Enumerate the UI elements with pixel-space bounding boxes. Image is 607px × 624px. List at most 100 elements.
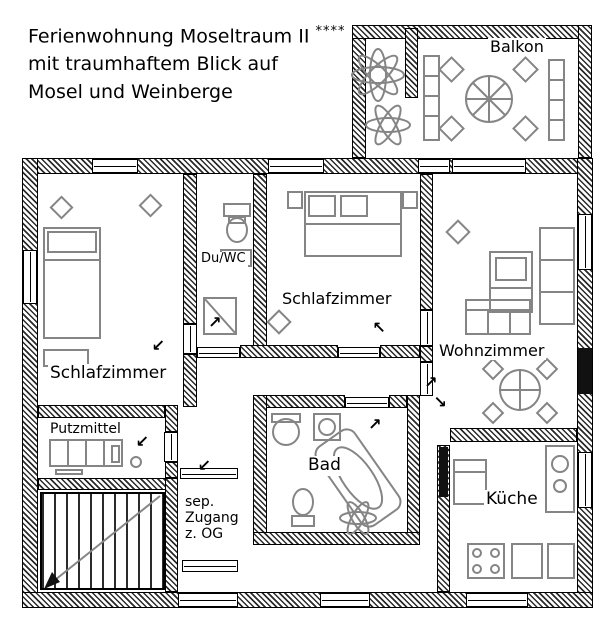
balcony-table-icon <box>465 75 513 123</box>
wall-corridor-north-a <box>240 345 338 358</box>
room-label-kueche: Küche <box>484 489 540 510</box>
balcony-lounger-icon <box>423 55 440 141</box>
door-bad <box>345 397 389 408</box>
plan-title: Ferienwohnung Moseltraum II **** mit tra… <box>28 18 345 106</box>
balcony-chair-icon <box>438 56 465 83</box>
room-label-wohnzimmer: Wohnzimmer <box>437 341 547 361</box>
door-zugang-exit <box>182 560 238 572</box>
wall-kueche-top <box>450 428 577 442</box>
bad-toilet-icon <box>291 488 315 527</box>
balcony-chair-icon <box>438 115 465 142</box>
door-arrow-icon: → <box>367 316 391 339</box>
wall-bad-top-b <box>389 395 407 408</box>
wall-balcony-divider <box>405 28 418 98</box>
door-arrow-icon: → <box>131 430 155 453</box>
wall-mid-wohnzimmer-stub <box>420 346 433 362</box>
kitchen-cabinet-icon <box>511 543 543 579</box>
wall-outer-bottom <box>22 592 593 608</box>
wall-bad-left <box>253 395 267 545</box>
door-wohnzimmer-corridor <box>420 362 433 396</box>
room-label-schlafzimmer-left: Schlafzimmer <box>48 363 169 384</box>
zugang-line-1: sep. <box>185 494 215 510</box>
chimney-block <box>578 348 592 394</box>
sofa-icon <box>465 299 531 335</box>
wall-mid-wohnzimmer-upper <box>420 174 433 310</box>
room-label-duwc: Du/WC <box>199 251 248 267</box>
nightstand-icon <box>287 191 303 209</box>
room-label-putzmittel: Putzmittel <box>48 421 123 438</box>
window-right-1 <box>578 214 592 270</box>
door-arrow-icon: → <box>147 334 171 357</box>
title-text-1: Ferienwohnung Moseltraum II <box>28 25 310 48</box>
window-right-2 <box>578 452 592 508</box>
bed-icon <box>304 191 402 257</box>
room-label-balkon: Balkon <box>488 37 546 57</box>
title-line-1: Ferienwohnung Moseltraum II **** <box>28 18 345 50</box>
wall-putzmittel-right-upper <box>165 405 178 432</box>
dining-chair-icon <box>535 401 559 425</box>
dining-chair-icon <box>481 401 505 425</box>
title-line-3: Mosel und Weinberge <box>28 81 233 104</box>
toilet-icon <box>223 203 251 243</box>
wall-unit-icon <box>539 227 575 325</box>
door-schlafzimmer-mid <box>338 347 380 358</box>
nightstand-icon <box>402 191 418 209</box>
fridge-icon <box>453 459 487 505</box>
wall-putzmittel-right-lower <box>165 462 178 478</box>
wall-balcony-right <box>578 25 592 158</box>
door-wohnzimmer-upper <box>420 310 433 346</box>
bathtub-icon <box>314 428 402 528</box>
title-line-2: mit traumhaftem Blick auf <box>28 53 278 76</box>
stove-icon <box>467 543 505 579</box>
room-label-zugang: sep. Zugang z. OG <box>183 494 241 543</box>
wall-duwc-right <box>253 174 267 352</box>
door-bedroom-left <box>183 324 197 354</box>
wall-putzmittel-top <box>38 405 165 418</box>
shelf-icon <box>49 439 123 467</box>
door-arrow-icon: → <box>363 412 387 435</box>
bad-sink-icon <box>271 413 301 446</box>
dining-chair-icon <box>481 357 505 381</box>
window-bottom-1 <box>178 593 238 607</box>
wall-stairs-right <box>165 478 178 592</box>
cistern-icon <box>228 216 246 224</box>
wall-bad-right <box>407 395 420 545</box>
door-arrow-icon: → <box>203 310 227 333</box>
room-label-schlafzimmer-mid: Schlafzimmer <box>280 289 394 309</box>
kitchen-cabinet-icon <box>547 543 575 579</box>
window-bottom-3 <box>466 593 528 607</box>
door-putzmittel <box>164 432 178 462</box>
cleaning-items-icon <box>55 445 142 475</box>
window-left-1 <box>23 250 37 304</box>
window-bottom-2 <box>320 593 370 607</box>
zugang-line-2: Zugang <box>185 510 239 527</box>
balcony-chair-icon <box>512 56 539 83</box>
washing-machine-icon <box>313 413 341 441</box>
armchair-diamond-icon <box>445 219 471 245</box>
sideboard-icon <box>489 251 533 313</box>
kitchen-counter-icon <box>545 445 575 513</box>
wall-outer-left <box>22 158 38 608</box>
bad-plant-icon <box>339 501 377 535</box>
wall-bedroom-duwc-lower <box>183 354 197 407</box>
dining-chair-icon <box>535 357 559 381</box>
armchair-diamond-icon <box>266 309 292 335</box>
wall-corridor-north-b <box>380 345 420 358</box>
window-top-2 <box>268 159 324 173</box>
dining-table-icon <box>499 369 541 411</box>
balcony-door <box>418 159 450 173</box>
star-rating: **** <box>315 24 346 39</box>
door-duwc <box>197 347 240 358</box>
wall-balcony-top <box>352 25 592 39</box>
window-top-1 <box>92 159 138 173</box>
wall-bedroom-duwc-upper <box>183 174 197 324</box>
bed-icon <box>43 227 101 339</box>
zugang-line-3: z. OG <box>185 526 224 543</box>
armchair-diamond-icon <box>138 193 163 218</box>
kueche-door-panel <box>439 447 448 497</box>
wall-bad-bottom <box>253 532 420 545</box>
staircase <box>40 492 165 590</box>
door-zugang-inner <box>180 468 238 479</box>
wall-putzmittel-bottom <box>38 478 168 490</box>
